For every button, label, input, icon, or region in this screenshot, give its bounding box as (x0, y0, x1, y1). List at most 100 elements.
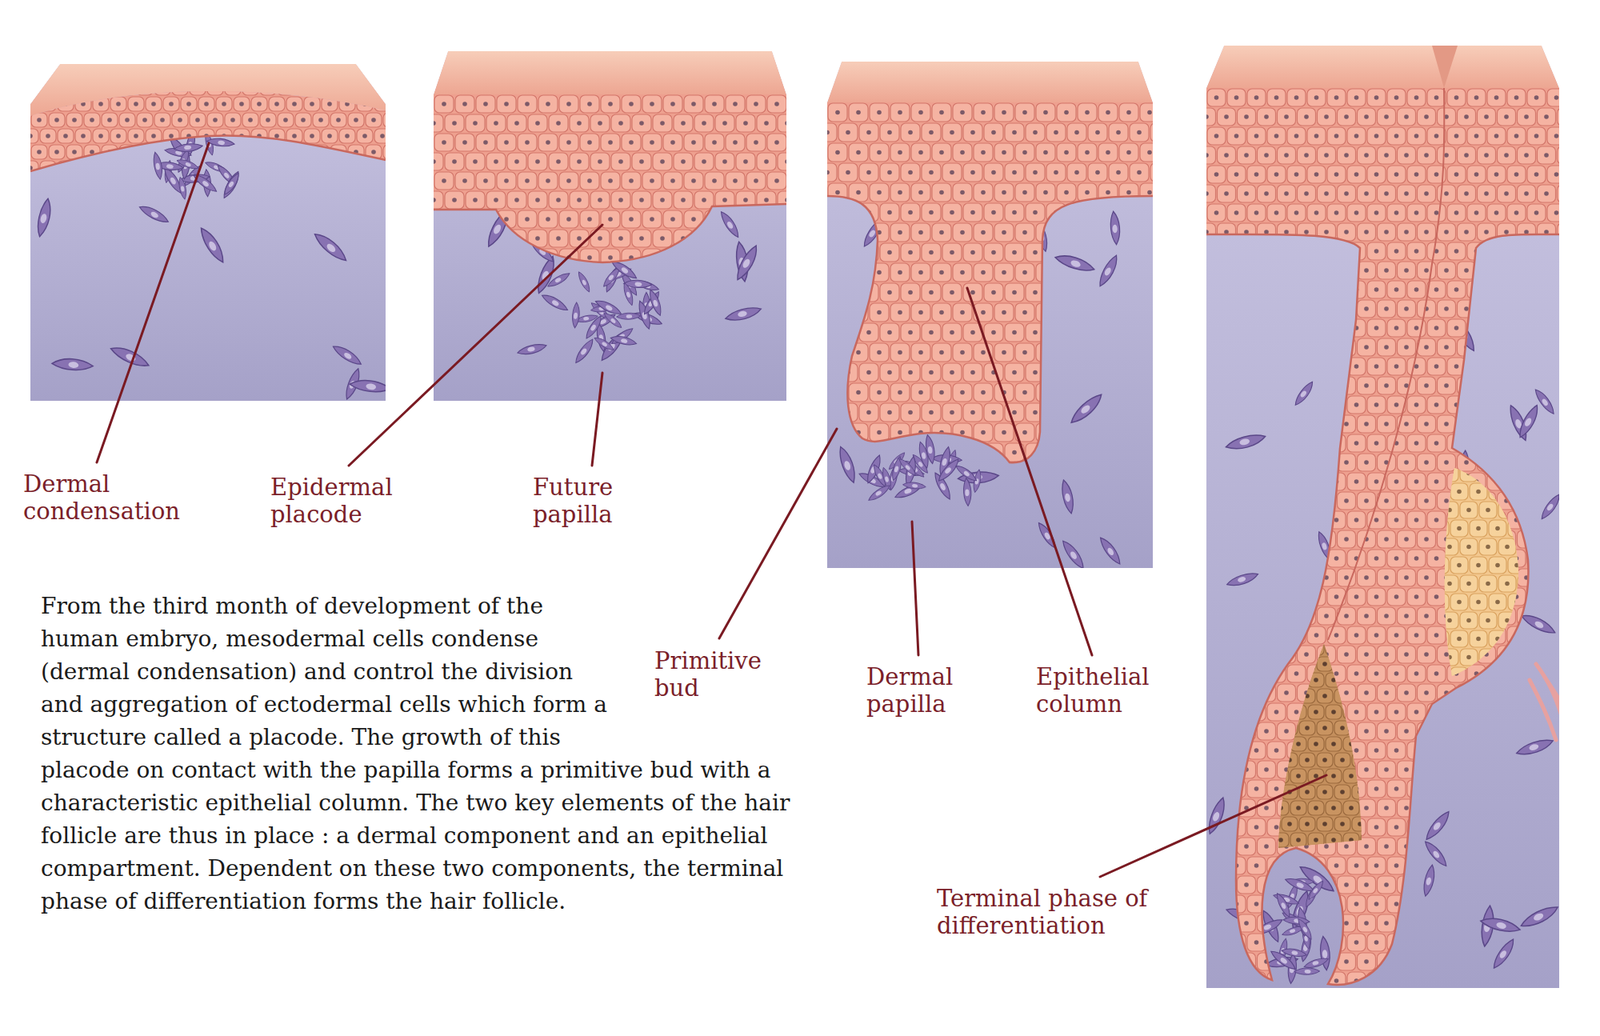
fibroblast-nucleus (884, 476, 889, 483)
cell-nucleus (908, 450, 913, 456)
cell (880, 323, 900, 342)
fibroblast-body (173, 143, 203, 153)
cell-nucleus (493, 197, 499, 203)
cell (652, 229, 672, 248)
cell (1527, 88, 1546, 107)
cell (1098, 303, 1118, 322)
cell-nucleus (670, 255, 676, 260)
cell-nucleus (1244, 152, 1249, 158)
cell-nucleus (918, 230, 924, 236)
fibroblast-nucleus (927, 446, 933, 455)
fibroblast-nucleus (581, 279, 588, 286)
cell-nucleus (472, 197, 478, 203)
cell (1507, 127, 1526, 145)
fibroblast-nucleus (1540, 397, 1549, 407)
cell (828, 343, 848, 362)
cell-nucleus (265, 85, 271, 91)
cell (569, 114, 589, 132)
cell-nucleus (980, 230, 986, 236)
cell (1357, 184, 1376, 203)
fibroblast-body (954, 462, 979, 484)
cell-nucleus (1053, 370, 1059, 376)
cell (994, 263, 1014, 282)
cell-nucleus (248, 117, 253, 123)
cell-nucleus (472, 236, 478, 241)
cell (1129, 163, 1149, 182)
cell (880, 403, 900, 422)
cell (1025, 163, 1045, 182)
cell (890, 303, 910, 322)
fibroblast-nucleus (184, 144, 192, 150)
cell-nucleus (970, 170, 976, 176)
cell (848, 103, 868, 122)
cell-nucleus (1012, 370, 1017, 376)
cell (1257, 184, 1276, 203)
cell (1307, 165, 1326, 184)
fibroblast-body (924, 434, 936, 464)
cell (1397, 223, 1416, 241)
cell-nucleus (1244, 191, 1249, 196)
cell (1527, 127, 1546, 145)
cell-nucleus (691, 178, 696, 184)
cell-nucleus (1084, 310, 1090, 316)
basement-membrane (433, 204, 787, 263)
cell-nucleus (1064, 310, 1069, 316)
cell (828, 223, 848, 242)
cell (694, 229, 714, 248)
cell (1487, 165, 1506, 184)
cell (1140, 103, 1160, 122)
cell (1098, 463, 1118, 482)
cell (942, 403, 962, 422)
cell-nucleus (1214, 210, 1220, 216)
fibroblast (1284, 875, 1315, 896)
cell-nucleus (1001, 110, 1007, 116)
cell (1367, 204, 1386, 222)
cell (374, 128, 391, 144)
cell (590, 152, 610, 171)
cell-nucleus (1084, 430, 1090, 436)
cell-nucleus (1284, 114, 1289, 120)
cell (348, 80, 364, 96)
cell-nucleus (353, 117, 359, 123)
cell (136, 80, 153, 96)
cell-nucleus (660, 197, 665, 203)
cell-nucleus (545, 255, 551, 260)
cell (1067, 123, 1087, 142)
cell (900, 283, 920, 302)
cell-nucleus (1053, 450, 1059, 456)
cell (859, 123, 879, 142)
cell-nucleus (1001, 270, 1007, 276)
cell-nucleus (327, 165, 332, 171)
cell (994, 103, 1014, 122)
cell-nucleus (1147, 310, 1152, 316)
cell-nucleus (722, 236, 728, 241)
cell (1129, 203, 1149, 222)
cell-nucleus (63, 101, 68, 107)
cell-nucleus (1064, 390, 1069, 396)
fibroblast-nucleus (1068, 550, 1078, 560)
cell-nucleus (535, 120, 540, 126)
cell (1036, 383, 1056, 402)
cell-nucleus (1105, 110, 1111, 116)
cell (374, 96, 391, 112)
cell (434, 133, 454, 152)
cell-nucleus (897, 430, 903, 436)
cell (715, 229, 735, 248)
epidermal-cells (22, 80, 400, 176)
fibroblast-nucleus (620, 266, 630, 275)
cell-nucleus (670, 178, 676, 184)
cell (1056, 223, 1076, 242)
cell (1004, 323, 1024, 342)
fibroblast-nucleus (1236, 576, 1246, 584)
cell (233, 160, 250, 176)
cell (704, 133, 724, 152)
cell-nucleus (866, 450, 872, 456)
cell-nucleus (1284, 152, 1289, 158)
cell-nucleus (1084, 470, 1090, 476)
cell-nucleus (1394, 172, 1400, 177)
cell-nucleus (1126, 110, 1132, 116)
cell (1067, 163, 1087, 182)
cell (110, 160, 127, 176)
cell-nucleus (80, 165, 86, 171)
cell-nucleus (483, 101, 488, 107)
